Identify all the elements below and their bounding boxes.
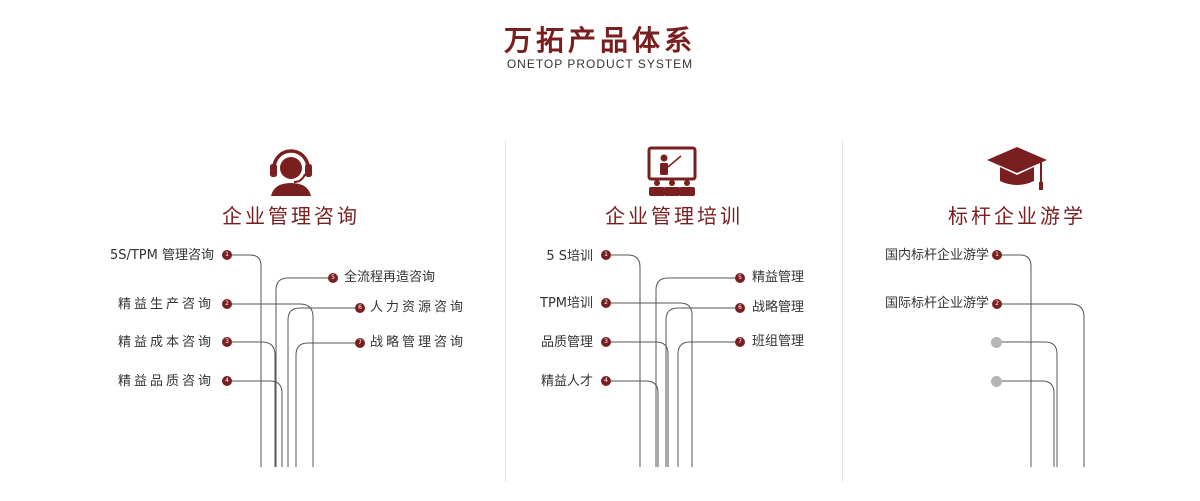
number-badge: 2 — [992, 299, 1002, 309]
placeholder-dot — [991, 337, 1002, 348]
item-lean-quality-consulting[interactable]: 精益品质咨询 — [117, 374, 214, 389]
item-5s-training[interactable]: 5 S培训 — [546, 249, 593, 264]
page-subtitle: ONETOP PRODUCT SYSTEM — [506, 57, 694, 71]
number-badge: 1 — [222, 250, 232, 260]
headset-person-icon — [270, 149, 312, 196]
column-divider — [505, 140, 506, 482]
number-badge: 5 — [735, 273, 745, 283]
item-hr-consulting[interactable]: 人力资源咨询 — [370, 300, 467, 315]
item-lean-cost-consulting[interactable]: 精益成本咨询 — [117, 335, 214, 350]
number-badge: 5 — [328, 273, 338, 283]
presentation-board-icon — [647, 146, 697, 196]
number-badge: 6 — [735, 303, 745, 313]
item-process-reengineering-consulting[interactable]: 全流程再造咨询 — [344, 270, 436, 285]
item-strategy-consulting[interactable]: 战略管理咨询 — [370, 335, 467, 350]
number-badge: 6 — [355, 303, 365, 313]
number-badge: 4 — [601, 376, 611, 386]
number-badge: 4 — [222, 376, 232, 386]
graduation-cap-icon — [987, 147, 1047, 190]
item-strategy-management[interactable]: 战略管理 — [752, 300, 805, 315]
item-lean-talent[interactable]: 精益人才 — [540, 374, 593, 389]
heading-consulting: 企业管理咨询 — [222, 204, 360, 228]
item-tpm-training[interactable]: TPM培训 — [540, 296, 593, 311]
item-5s-tpm-consulting[interactable]: 5S/TPM 管理咨询 — [109, 248, 214, 263]
number-badge: 3 — [601, 337, 611, 347]
item-lean-production-consulting[interactable]: 精益生产咨询 — [117, 297, 214, 312]
number-badge: 2 — [222, 299, 232, 309]
placeholder-dot — [991, 376, 1002, 387]
item-quality-management[interactable]: 品质管理 — [540, 335, 593, 350]
page-title: 万拓产品体系 — [503, 24, 696, 57]
column-divider — [842, 140, 843, 482]
heading-training: 企业管理培训 — [605, 204, 743, 228]
item-team-management[interactable]: 班组管理 — [752, 334, 805, 349]
number-badge: 1 — [992, 250, 1002, 260]
number-badge: 1 — [601, 250, 611, 260]
number-badge: 7 — [735, 337, 745, 347]
item-international-study-tour[interactable]: 国际标杆企业游学 — [884, 296, 989, 311]
number-badge: 3 — [222, 337, 232, 347]
heading-study-tour: 标杆企业游学 — [948, 204, 1086, 228]
number-badge: 2 — [601, 298, 611, 308]
number-badge: 7 — [355, 338, 365, 348]
item-lean-management[interactable]: 精益管理 — [752, 270, 805, 285]
item-domestic-study-tour[interactable]: 国内标杆企业游学 — [884, 248, 989, 263]
